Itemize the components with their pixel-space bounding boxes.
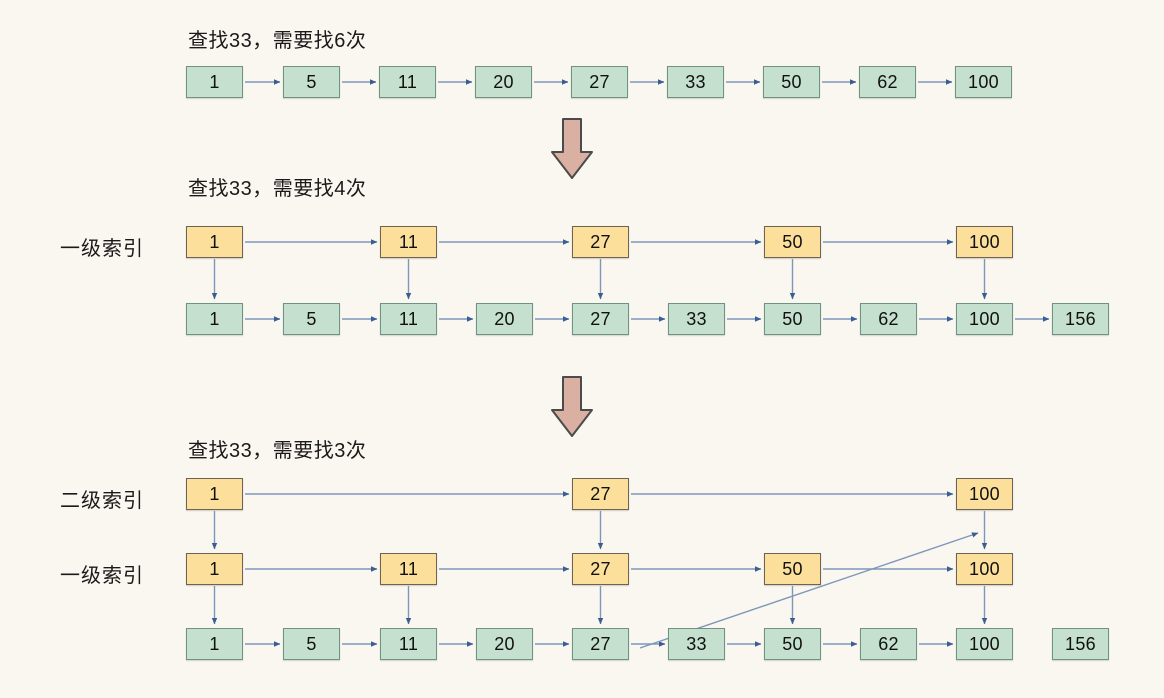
node-data-50: 50 bbox=[763, 66, 820, 98]
node-data-1: 1 bbox=[186, 66, 243, 98]
node-data-5: 5 bbox=[283, 303, 340, 335]
node-data-1: 1 bbox=[186, 628, 243, 660]
node-index-27: 27 bbox=[572, 478, 629, 510]
node-index-1: 1 bbox=[186, 553, 243, 585]
node-index-1: 1 bbox=[186, 478, 243, 510]
node-data-33: 33 bbox=[668, 303, 725, 335]
node-data-100: 100 bbox=[956, 303, 1013, 335]
node-index-100: 100 bbox=[956, 478, 1013, 510]
node-index-50: 50 bbox=[764, 226, 821, 258]
node-data-20: 20 bbox=[476, 628, 533, 660]
section-3-caption: 查找33，需要找3次 bbox=[188, 440, 367, 462]
transition-down-arrow-2 bbox=[551, 376, 593, 437]
node-index-100: 100 bbox=[956, 226, 1013, 258]
node-data-11: 11 bbox=[380, 628, 437, 660]
transition-down-arrow-1 bbox=[551, 118, 593, 179]
section-1-caption: 查找33，需要找6次 bbox=[188, 30, 367, 52]
node-data-62: 62 bbox=[860, 303, 917, 335]
node-data-11: 11 bbox=[379, 66, 436, 98]
node-data-156: 156 bbox=[1052, 303, 1109, 335]
node-data-62: 62 bbox=[859, 66, 916, 98]
node-index-100: 100 bbox=[956, 553, 1013, 585]
section-2-caption: 查找33，需要找4次 bbox=[188, 178, 367, 200]
node-index-11: 11 bbox=[380, 226, 437, 258]
node-data-27: 27 bbox=[572, 628, 629, 660]
node-data-5: 5 bbox=[283, 66, 340, 98]
node-data-62: 62 bbox=[860, 628, 917, 660]
node-data-33: 33 bbox=[668, 628, 725, 660]
section-3-level1-label: 一级索引 bbox=[60, 565, 144, 587]
node-data-50: 50 bbox=[764, 303, 821, 335]
node-data-50: 50 bbox=[764, 628, 821, 660]
section-3-level2-label: 二级索引 bbox=[60, 490, 144, 512]
node-data-27: 27 bbox=[571, 66, 628, 98]
node-data-5: 5 bbox=[283, 628, 340, 660]
node-index-27: 27 bbox=[572, 553, 629, 585]
node-index-50: 50 bbox=[764, 553, 821, 585]
node-index-1: 1 bbox=[186, 226, 243, 258]
node-data-100: 100 bbox=[955, 66, 1012, 98]
node-data-100: 100 bbox=[956, 628, 1013, 660]
node-data-11: 11 bbox=[380, 303, 437, 335]
section-2-level1-label: 一级索引 bbox=[60, 238, 144, 260]
node-data-20: 20 bbox=[476, 303, 533, 335]
node-data-1: 1 bbox=[186, 303, 243, 335]
node-data-33: 33 bbox=[667, 66, 724, 98]
node-data-27: 27 bbox=[572, 303, 629, 335]
node-data-156: 156 bbox=[1052, 628, 1109, 660]
node-index-27: 27 bbox=[572, 226, 629, 258]
node-index-11: 11 bbox=[380, 553, 437, 585]
node-data-20: 20 bbox=[475, 66, 532, 98]
